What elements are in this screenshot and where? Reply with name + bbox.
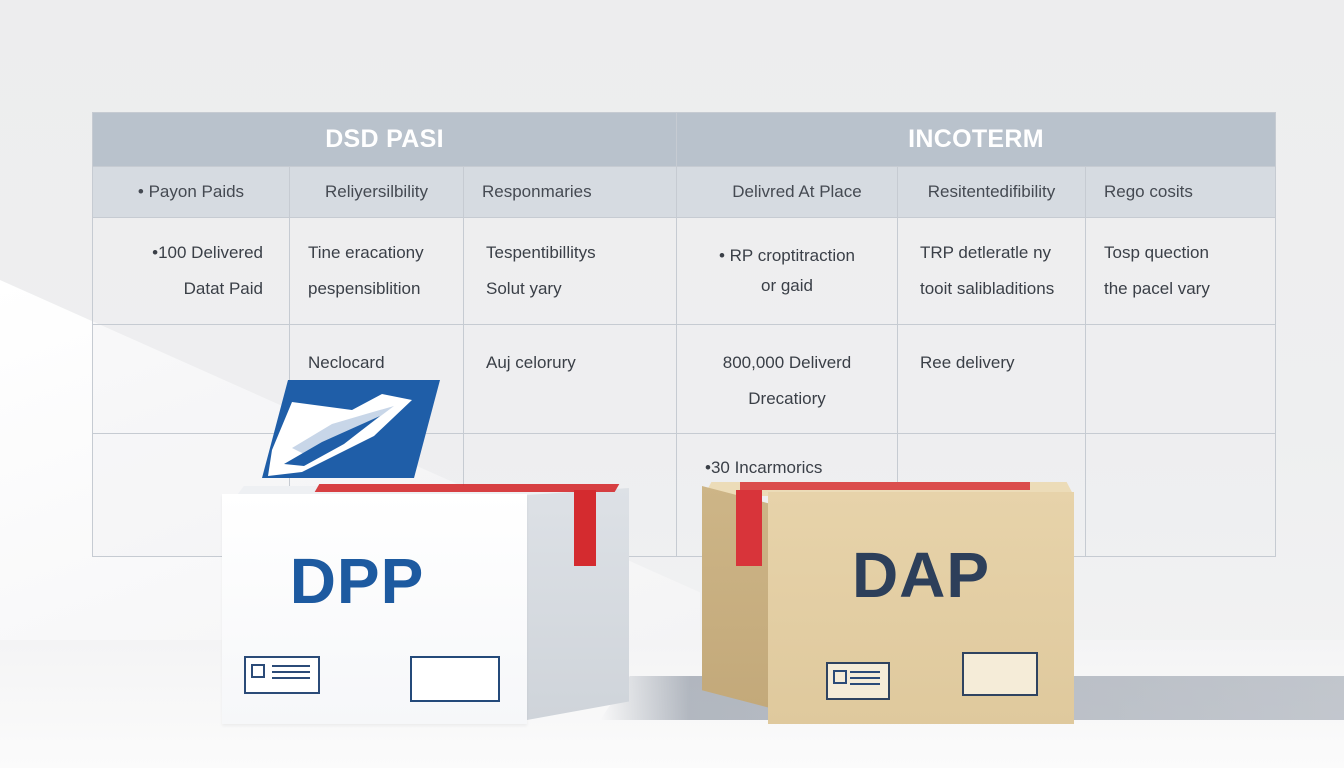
shipping-label-icon (244, 656, 320, 694)
table-title-right: INCOTERM (676, 112, 1276, 167)
cell-line: tooit salibladitions (920, 279, 1055, 298)
dap-label: DAP (851, 539, 991, 611)
table-row: Neclocard Auj celorury 800,000 Deliverd … (92, 324, 1276, 434)
table-cell (92, 324, 290, 434)
subheader-cell: Rego cosits (1085, 166, 1276, 218)
subheader-cell: • Payon Paids (92, 166, 290, 218)
table-cell (1085, 324, 1276, 434)
cell-line: TRP detleratle ny (920, 243, 1052, 262)
cell-line: or gaid (761, 276, 813, 295)
table-subheader-row: • Payon Paids Reliyersilbility Responmar… (92, 166, 1276, 218)
eagle-logo-icon (262, 380, 440, 478)
checkbox-icon (251, 664, 265, 678)
cell-line: the pacel vary (1104, 279, 1210, 298)
dpp-label: DPP (289, 545, 425, 617)
cell-line: •100 Delivered (152, 243, 263, 262)
tape-side (574, 490, 596, 566)
cell-line: Auj celorury (486, 353, 576, 372)
shipping-label-icon (826, 662, 890, 700)
cell-line: Datat Paid (183, 279, 263, 298)
cell-line: Tespentibillitys (486, 243, 596, 262)
tape-side (736, 490, 762, 566)
table-cell: Auj celorury (463, 324, 677, 434)
cell-line: Solut yary (486, 279, 562, 298)
subheader-cell: Responmaries (463, 166, 677, 218)
table-cell: 800,000 Deliverd Drecatiory (676, 324, 898, 434)
subheader-cell: Resitentedifibility (897, 166, 1086, 218)
address-label-icon (410, 656, 500, 702)
address-label-icon (962, 652, 1038, 696)
cell-line: pespensiblition (308, 279, 421, 298)
subheader-cell: Delivred At Place (676, 166, 898, 218)
table-cell (1085, 433, 1276, 557)
table-cell: Tespentibillitys Solut yary (463, 217, 677, 325)
cell-line: 800,000 Deliverd (722, 353, 852, 372)
cell-line: • RP croptitraction (718, 246, 856, 265)
cell-line: Ree delivery (920, 353, 1015, 372)
table-cell: •100 Delivered Datat Paid (92, 217, 290, 325)
dap-package: DAP (700, 482, 1076, 728)
cell-line: •30 Incarmorics (705, 458, 823, 477)
table-title-left: DSD PASI (92, 112, 677, 167)
tape-top (740, 482, 1030, 490)
table-cell: Ree delivery (897, 324, 1086, 434)
cell-line: Tosp quection (1104, 243, 1209, 262)
cell-line: Neclocard (308, 353, 385, 372)
checkbox-icon (833, 670, 847, 684)
table-cell: TRP detleratle ny tooit salibladitions (897, 217, 1086, 325)
table-cell: Tosp quection the pacel vary (1085, 217, 1276, 325)
table-cell: Tine eracationy pespensiblition (289, 217, 464, 325)
table-row: •100 Delivered Datat Paid Tine eracation… (92, 217, 1276, 325)
table-cell: • RP croptitraction or gaid (676, 217, 898, 325)
dpp-package: DPP (222, 484, 632, 726)
cell-line: Drecatiory (748, 389, 826, 408)
subheader-cell: Reliyersilbility (289, 166, 464, 218)
cell-line: Tine eracationy (308, 243, 424, 262)
